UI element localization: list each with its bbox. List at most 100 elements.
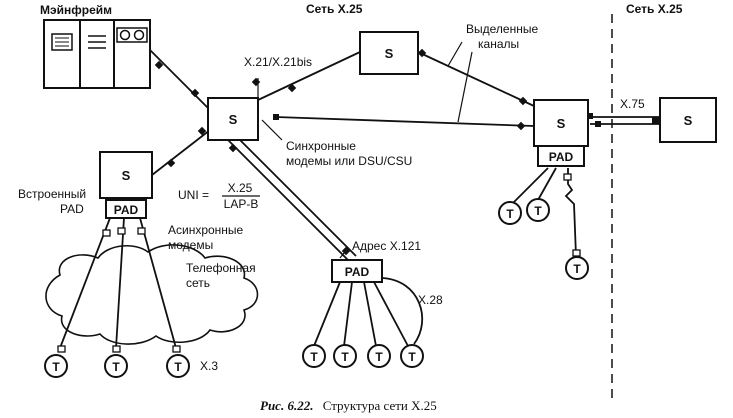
connector-dot xyxy=(595,121,601,127)
modem-icon xyxy=(172,345,181,353)
pad-label: PAD xyxy=(345,265,370,279)
label-uni-top: X.25 xyxy=(228,181,253,195)
label-builtin-1: Встроенный xyxy=(18,187,86,201)
link-top-right xyxy=(417,51,535,107)
connector-dot xyxy=(516,121,526,131)
link-mainframe-switch xyxy=(149,49,209,109)
connector-dot xyxy=(518,96,528,106)
pad2-line-2 xyxy=(343,281,353,347)
switch-label: S xyxy=(684,113,693,128)
modem-icon xyxy=(117,227,126,235)
label-leased-2: каналы xyxy=(478,37,519,51)
terminal: T xyxy=(565,256,589,280)
pad-standalone: PAD xyxy=(331,259,383,283)
label-uni: UNI = xyxy=(178,188,209,202)
pad2-line-1 xyxy=(313,281,341,347)
switch-builtin-pad: S PAD xyxy=(99,151,153,219)
label-mainframe: Мэйнфрейм xyxy=(40,3,112,17)
pad2-line-3 xyxy=(363,281,377,347)
label-x75: X.75 xyxy=(620,97,645,111)
modem-icon xyxy=(137,227,146,235)
terminal: T xyxy=(498,201,522,225)
terminal-label: T xyxy=(573,262,581,276)
switch-label: S xyxy=(385,46,394,61)
label-network-right: Сеть Х.25 xyxy=(626,2,683,16)
pad3-line-1 xyxy=(511,167,549,205)
terminal-label: T xyxy=(341,350,349,364)
terminal-label: T xyxy=(534,204,542,218)
label-x121: Адрес X.121 xyxy=(352,239,421,253)
pad-line-3 xyxy=(139,217,177,349)
pad-label: PAD xyxy=(114,203,139,217)
label-uni-bottom: LAP-B xyxy=(224,197,259,211)
modem-icon xyxy=(572,249,581,257)
terminals: T T T T T T T T T T xyxy=(44,198,589,378)
switch-right: S PAD xyxy=(533,99,589,167)
link-center-top xyxy=(257,51,361,101)
modem-icon xyxy=(57,345,66,353)
caption-text: Структура сети X.25 xyxy=(323,398,437,413)
label-async-2: модемы xyxy=(168,238,213,252)
link-center-builtin xyxy=(151,129,211,176)
terminal: T xyxy=(302,344,326,368)
label-sync-1: Синхронные xyxy=(286,139,356,153)
modem-icon xyxy=(102,229,111,237)
terminal-label: T xyxy=(375,350,383,364)
switch-label: S xyxy=(122,168,131,183)
connector-dot xyxy=(341,246,351,256)
terminal-label: T xyxy=(408,350,416,364)
connector-dot xyxy=(197,126,207,136)
terminal: T xyxy=(166,354,190,378)
terminal-label: T xyxy=(52,360,60,374)
label-network-center: Сеть Х.25 xyxy=(306,2,363,16)
link-center-pad-b xyxy=(237,137,357,257)
label-x3: X.3 xyxy=(200,359,218,373)
connector-dot xyxy=(166,158,176,168)
connector-dot xyxy=(154,60,164,70)
figure-caption: Рис. 6.22. Структура сети X.25 xyxy=(260,398,437,413)
terminal-label: T xyxy=(310,350,318,364)
label-x21: X.21/X.21bis xyxy=(244,55,312,69)
pad-label: PAD xyxy=(549,150,574,164)
connector-dot xyxy=(251,77,261,87)
switch-far-right: S xyxy=(659,97,717,143)
async-modems xyxy=(57,173,581,353)
connector-dot xyxy=(287,83,297,93)
text-labels: Мэйнфрейм Сеть Х.25 Сеть Х.25 Выделенные… xyxy=(18,2,683,373)
sync-pointer xyxy=(261,119,283,141)
terminal: T xyxy=(333,344,357,368)
leased-pointer-1 xyxy=(447,41,463,67)
switch-top: S xyxy=(359,31,419,75)
pad3-line-2 xyxy=(537,167,557,201)
terminal: T xyxy=(526,198,550,222)
switch-center: S xyxy=(207,97,259,141)
label-phone-1: Телефонная xyxy=(186,261,256,275)
pad-line-1 xyxy=(59,217,111,349)
connector-dot xyxy=(228,143,238,153)
modem-icon xyxy=(563,173,572,181)
link-center-pad-a xyxy=(227,139,349,261)
caption-prefix: Рис. 6.22. xyxy=(260,398,313,413)
label-leased-1: Выделенные xyxy=(466,22,538,36)
terminal: T xyxy=(44,354,68,378)
leased-pointer-2 xyxy=(457,51,473,123)
label-async-1: Асинхронные xyxy=(168,223,244,237)
pad2-line-4 xyxy=(373,281,409,347)
label-builtin-2: PAD xyxy=(60,202,84,216)
connector-dot xyxy=(273,114,279,120)
x28-curve xyxy=(381,277,424,345)
telephone-network-cloud xyxy=(45,244,259,345)
switch-label: S xyxy=(557,116,566,131)
connector-dot xyxy=(417,48,427,58)
link-center-right xyxy=(275,116,535,127)
switch-label: S xyxy=(229,112,238,127)
label-phone-2: сеть xyxy=(186,276,210,290)
pad-line-2 xyxy=(115,217,125,349)
connector-dot xyxy=(190,88,200,98)
label-sync-2: модемы или DSU/CSU xyxy=(286,154,412,168)
terminal: T xyxy=(367,344,391,368)
terminal: T xyxy=(400,344,424,368)
mainframe xyxy=(43,19,151,89)
